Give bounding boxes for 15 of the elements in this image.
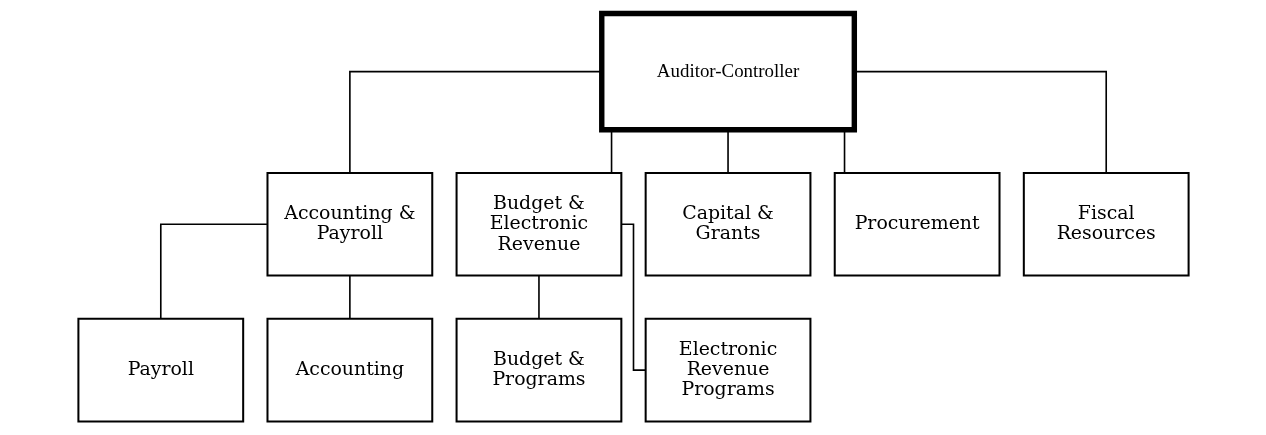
node-box: Budget & Programs bbox=[455, 317, 622, 423]
connector bbox=[159, 223, 268, 320]
node-box: Capital & Grants bbox=[644, 171, 811, 277]
node-box: Fiscal Resources bbox=[1022, 171, 1190, 277]
node-box: Procurement bbox=[833, 171, 1001, 277]
connector bbox=[348, 70, 602, 174]
node-box: Electronic Revenue Programs bbox=[644, 317, 811, 423]
node-box: Accounting bbox=[265, 317, 433, 423]
connector bbox=[620, 223, 646, 371]
node-box: Auditor-Controller bbox=[598, 10, 857, 133]
connector bbox=[537, 274, 540, 320]
node-box: Payroll bbox=[76, 317, 244, 423]
node-box: Accounting & Payroll bbox=[265, 171, 433, 277]
connector bbox=[348, 274, 351, 320]
node-box: Budget & Electronic Revenue bbox=[455, 171, 622, 277]
